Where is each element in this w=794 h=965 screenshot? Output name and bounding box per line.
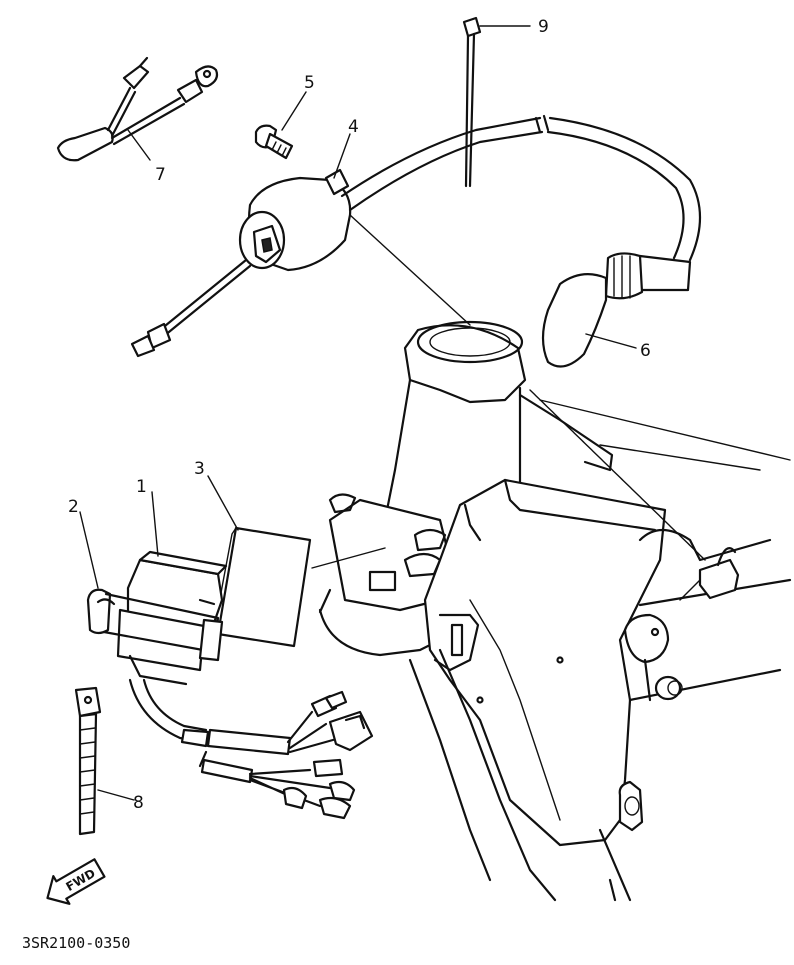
callout-1: 1 <box>136 477 147 497</box>
cdi-harness <box>128 678 374 820</box>
part-4-ignition-coil <box>130 114 550 358</box>
frame <box>318 320 792 902</box>
part-7-ground-lead <box>56 56 219 162</box>
part-8-cable-band <box>74 686 102 836</box>
callout-leaders <box>79 25 637 801</box>
leader-lines <box>311 214 706 569</box>
callout-7: 7 <box>155 165 166 185</box>
callout-numbers: 1 2 3 4 5 6 7 8 9 <box>68 17 651 813</box>
part-5-bolt <box>254 124 294 160</box>
drawing-code: 3SR2100-0350 <box>22 934 130 952</box>
fwd-arrow: FWD <box>46 858 106 905</box>
callout-2: 2 <box>68 497 79 517</box>
part-6-plug-cap <box>541 116 702 368</box>
part-2-band <box>86 588 224 662</box>
callout-6: 6 <box>640 341 651 361</box>
callout-9: 9 <box>538 17 549 37</box>
callout-8: 8 <box>133 793 144 813</box>
part-1-cdi-unit <box>116 550 228 686</box>
part-3-plate <box>213 526 312 648</box>
callout-5: 5 <box>304 73 315 93</box>
callout-3: 3 <box>194 459 205 479</box>
callout-4: 4 <box>348 117 359 137</box>
part-9-cable-tie <box>462 16 482 188</box>
